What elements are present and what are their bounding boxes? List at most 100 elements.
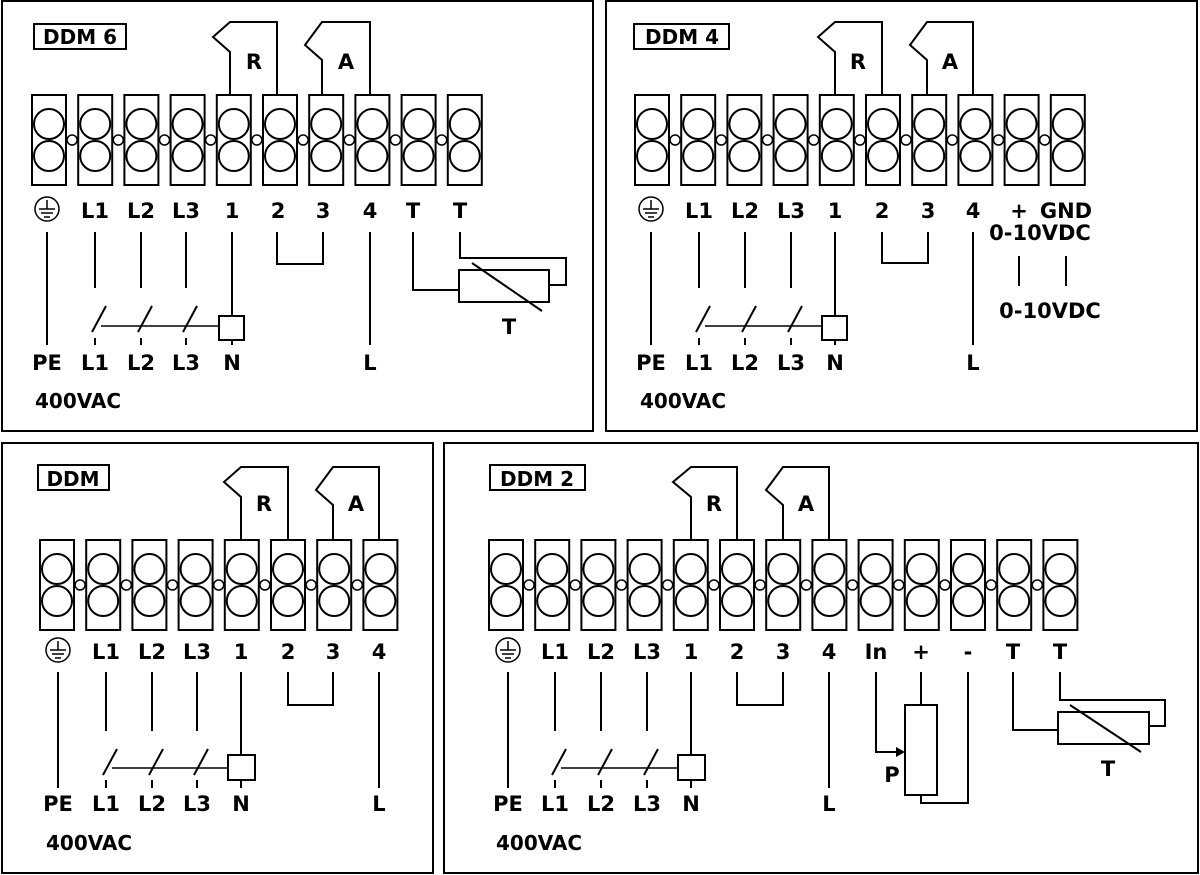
supply-label-l1: L1 — [92, 792, 120, 816]
terminal-label-l1: L1 — [685, 199, 713, 223]
panel-title: DDM — [46, 467, 99, 491]
terminal-label-t2: T — [1053, 640, 1068, 664]
terminal-label-t1: T — [1006, 640, 1021, 664]
supply-label-l2: L2 — [127, 351, 155, 375]
terminal-link — [661, 579, 674, 591]
supply-label-l1: L1 — [81, 351, 109, 375]
terminal-block — [169, 94, 206, 186]
terminal-link — [846, 579, 859, 591]
thermistor-symbol — [412, 232, 567, 312]
panel-ddm4-frame — [605, 0, 1198, 432]
terminal-block — [270, 539, 306, 631]
supply-label-n: N — [682, 792, 700, 816]
terminal-link — [74, 579, 86, 591]
bridge-2-3 — [881, 232, 929, 264]
terminal-link — [305, 579, 317, 591]
relay-r-symbol — [816, 21, 883, 95]
terminal-block — [957, 94, 994, 186]
terminal-link — [761, 134, 774, 146]
supply-label-l: L — [363, 351, 376, 375]
panel-title-box — [33, 23, 127, 50]
panel-ddm-frame — [1, 442, 434, 874]
bridge-2-3 — [276, 232, 324, 265]
terminal-link — [112, 134, 125, 146]
terminal-label-2: 2 — [281, 640, 296, 664]
relay-r-label: R — [850, 50, 866, 74]
terminal-link — [435, 134, 448, 146]
panel-title: DDM 4 — [645, 25, 719, 49]
supply-label-pe: PE — [32, 351, 62, 375]
terminal-label-gnd: GND — [1040, 199, 1092, 223]
potentiometer-symbol — [875, 672, 969, 804]
terminal-label-3: 3 — [921, 199, 936, 223]
terminal-link — [66, 134, 78, 146]
terminal-link — [854, 134, 866, 146]
terminal-block — [308, 94, 345, 186]
supply-label-l2: L2 — [731, 351, 759, 375]
terminal-link — [708, 579, 720, 591]
terminal-block — [488, 539, 524, 631]
terminal-block — [903, 539, 940, 631]
terminal-block — [177, 539, 214, 631]
terminal-block — [865, 94, 901, 186]
terminal-link — [351, 579, 364, 591]
terminal-block — [85, 539, 122, 631]
terminal-strip — [488, 539, 1079, 631]
terminal-block — [534, 539, 571, 631]
terminal-link — [946, 134, 959, 146]
thermistor-symbol — [1012, 672, 1166, 753]
supply-label-n: N — [826, 351, 844, 375]
supply-label-l2: L2 — [138, 792, 166, 816]
terminal-link — [985, 579, 997, 591]
terminal-block — [262, 94, 298, 186]
terminal-block — [362, 539, 399, 631]
earth-icon — [638, 196, 664, 222]
terminal-link — [1038, 134, 1051, 146]
switch-symbol — [102, 748, 256, 788]
panel-title: DDM 6 — [43, 25, 117, 49]
terminal-block — [726, 94, 763, 186]
terminal-label-3: 3 — [326, 640, 341, 664]
terminal-link — [754, 579, 766, 591]
terminal-label-plus: + — [912, 640, 930, 664]
earth-icon — [34, 196, 60, 222]
relay-a-symbol — [303, 21, 371, 95]
terminal-label-3: 3 — [316, 199, 331, 223]
panel-title-box — [37, 464, 110, 491]
terminal-label-l2: L2 — [731, 199, 759, 223]
supply-label-l1: L1 — [685, 351, 713, 375]
supply-label-l3: L3 — [172, 351, 200, 375]
terminal-link — [669, 134, 681, 146]
supply-label-l: L — [822, 792, 835, 816]
terminal-link — [389, 134, 402, 146]
terminal-label-1: 1 — [225, 199, 240, 223]
terminal-block — [1042, 539, 1079, 631]
terminal-label-l2: L2 — [138, 640, 166, 664]
relay-a-symbol — [764, 466, 830, 540]
panel-ddm6: DDM 6 R A L1 L2 L3 1 2 3 4 T T — [31, 21, 567, 413]
terminal-strip — [39, 539, 399, 631]
terminal-label-l3: L3 — [183, 640, 211, 664]
bridge-2-3 — [736, 672, 784, 706]
switch-symbol — [695, 305, 848, 345]
terminal-block — [580, 539, 617, 631]
terminal-label-2: 2 — [875, 199, 890, 223]
sensor-label: T — [1101, 757, 1116, 781]
terminal-block — [354, 94, 391, 186]
terminal-label-plus: + — [1010, 199, 1028, 223]
terminal-label-3: 3 — [776, 640, 791, 664]
terminal-block — [719, 539, 755, 631]
switch-symbol — [91, 305, 245, 345]
supply-label-n: N — [223, 351, 241, 375]
supply-label-l3: L3 — [777, 351, 805, 375]
supply-label-l: L — [372, 792, 385, 816]
terminal-block — [672, 539, 709, 631]
terminal-block — [626, 539, 663, 631]
terminal-link — [1031, 579, 1044, 591]
panel-ddm2-frame — [443, 442, 1199, 874]
supply-label-n: N — [232, 792, 250, 816]
terminal-label-l3: L3 — [633, 640, 661, 664]
relay-a-label: A — [338, 50, 355, 74]
terminal-link — [892, 579, 905, 591]
terminal-link — [297, 134, 309, 146]
